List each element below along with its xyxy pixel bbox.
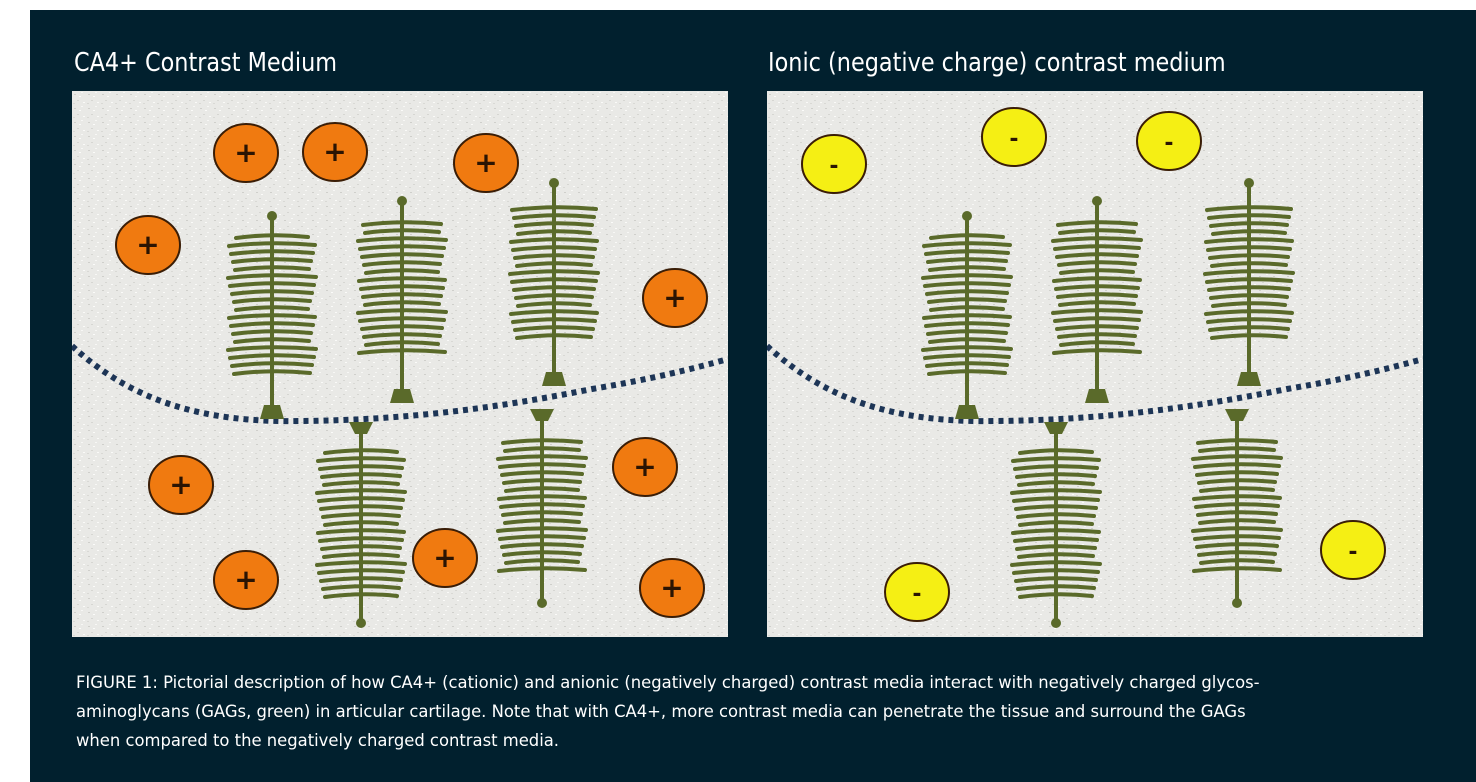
cation-particle: + <box>148 455 214 515</box>
gag-molecule <box>356 196 448 403</box>
charge-symbol: - <box>1348 540 1357 565</box>
anion-particle: - <box>981 107 1047 167</box>
gag-molecule <box>226 211 318 419</box>
gag-molecule <box>921 211 1013 419</box>
charge-symbol: - <box>1164 131 1173 156</box>
gag-molecule <box>1191 409 1283 608</box>
cation-particle: + <box>115 215 181 275</box>
caption-line-3: when compared to the negatively charged … <box>76 731 560 750</box>
ionic-negative-diagram: - - - - - <box>767 91 1423 637</box>
left-panel-title: CA4+ Contrast Medium <box>74 48 338 78</box>
charge-symbol: + <box>136 228 159 261</box>
gag-molecule <box>496 409 588 608</box>
charge-symbol: + <box>234 136 257 169</box>
charge-symbol: + <box>234 563 257 596</box>
charge-symbol: + <box>169 468 192 501</box>
caption-line-2: aminoglycans (GAGs, green) in articular … <box>76 702 1246 721</box>
ca4-plus-diagram: + + + + + + + + + + <box>72 91 728 637</box>
tissue-boundary-line <box>72 343 728 425</box>
anion-particle: - <box>1320 520 1386 580</box>
cation-particle: + <box>412 528 478 588</box>
ca4-plus-illustration: + + + + + + + + + + <box>72 91 728 637</box>
cation-particle: + <box>639 558 705 618</box>
charge-symbol: - <box>1009 127 1018 152</box>
cation-particle: + <box>213 123 279 183</box>
cation-particle: + <box>612 437 678 497</box>
gag-molecule <box>1203 178 1295 386</box>
gag-molecule <box>508 178 600 386</box>
gag-molecule <box>1010 422 1102 628</box>
right-panel-title: Ionic (negative charge) contrast medium <box>768 48 1226 78</box>
cation-particle: + <box>453 133 519 193</box>
cation-particle: + <box>213 550 279 610</box>
figure-frame: CA4+ Contrast Medium Ionic (negative cha… <box>30 10 1476 782</box>
charge-symbol: + <box>433 541 456 574</box>
charge-symbol: + <box>474 146 497 179</box>
figure-caption: FIGURE 1: Pictorial description of how C… <box>76 668 1426 755</box>
charge-symbol: - <box>912 582 921 607</box>
charge-symbol: + <box>633 450 656 483</box>
gag-molecule <box>315 422 407 628</box>
charge-symbol: - <box>829 154 838 179</box>
anion-particle: - <box>801 134 867 194</box>
charge-symbol: + <box>663 281 686 314</box>
anion-particle: - <box>884 562 950 622</box>
charge-symbol: + <box>660 571 683 604</box>
anion-particle: - <box>1136 111 1202 171</box>
charge-symbol: + <box>323 135 346 168</box>
cation-particle: + <box>302 122 368 182</box>
caption-line-1: FIGURE 1: Pictorial description of how C… <box>76 673 1260 692</box>
cation-particle: + <box>642 268 708 328</box>
tissue-boundary-line <box>767 343 1423 425</box>
gag-molecule <box>1051 196 1143 403</box>
ionic-negative-illustration: - - - - - <box>767 91 1423 637</box>
